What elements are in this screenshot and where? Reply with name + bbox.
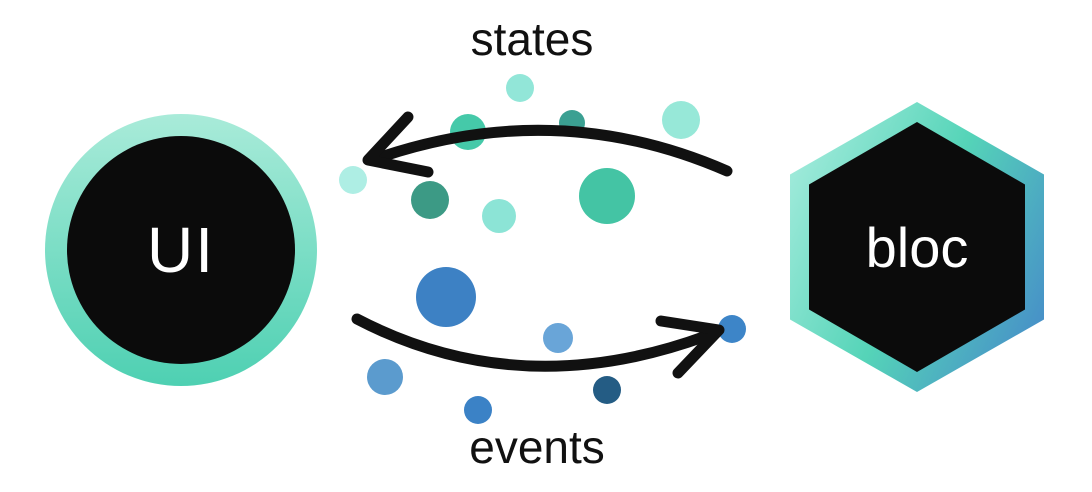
state-dot: [411, 181, 449, 219]
ui-node: UI: [45, 114, 317, 386]
state-dot: [482, 199, 516, 233]
state-dot: [662, 101, 700, 139]
event-dot: [416, 267, 476, 327]
bloc-node-label: bloc: [865, 215, 969, 279]
ui-node-body: UI: [67, 136, 295, 364]
state-dot: [450, 114, 486, 150]
state-dot: [339, 166, 367, 194]
state-dot: [579, 168, 635, 224]
event-dot: [543, 323, 573, 353]
event-dot: [367, 359, 403, 395]
state-dot: [506, 74, 534, 102]
event-dot: [593, 376, 621, 404]
ui-node-label: UI: [147, 214, 215, 286]
event-dot: [718, 315, 746, 343]
states-label: states: [470, 13, 594, 65]
state-dot: [559, 110, 585, 136]
events-label: events: [469, 421, 605, 473]
event-dot: [464, 396, 492, 424]
